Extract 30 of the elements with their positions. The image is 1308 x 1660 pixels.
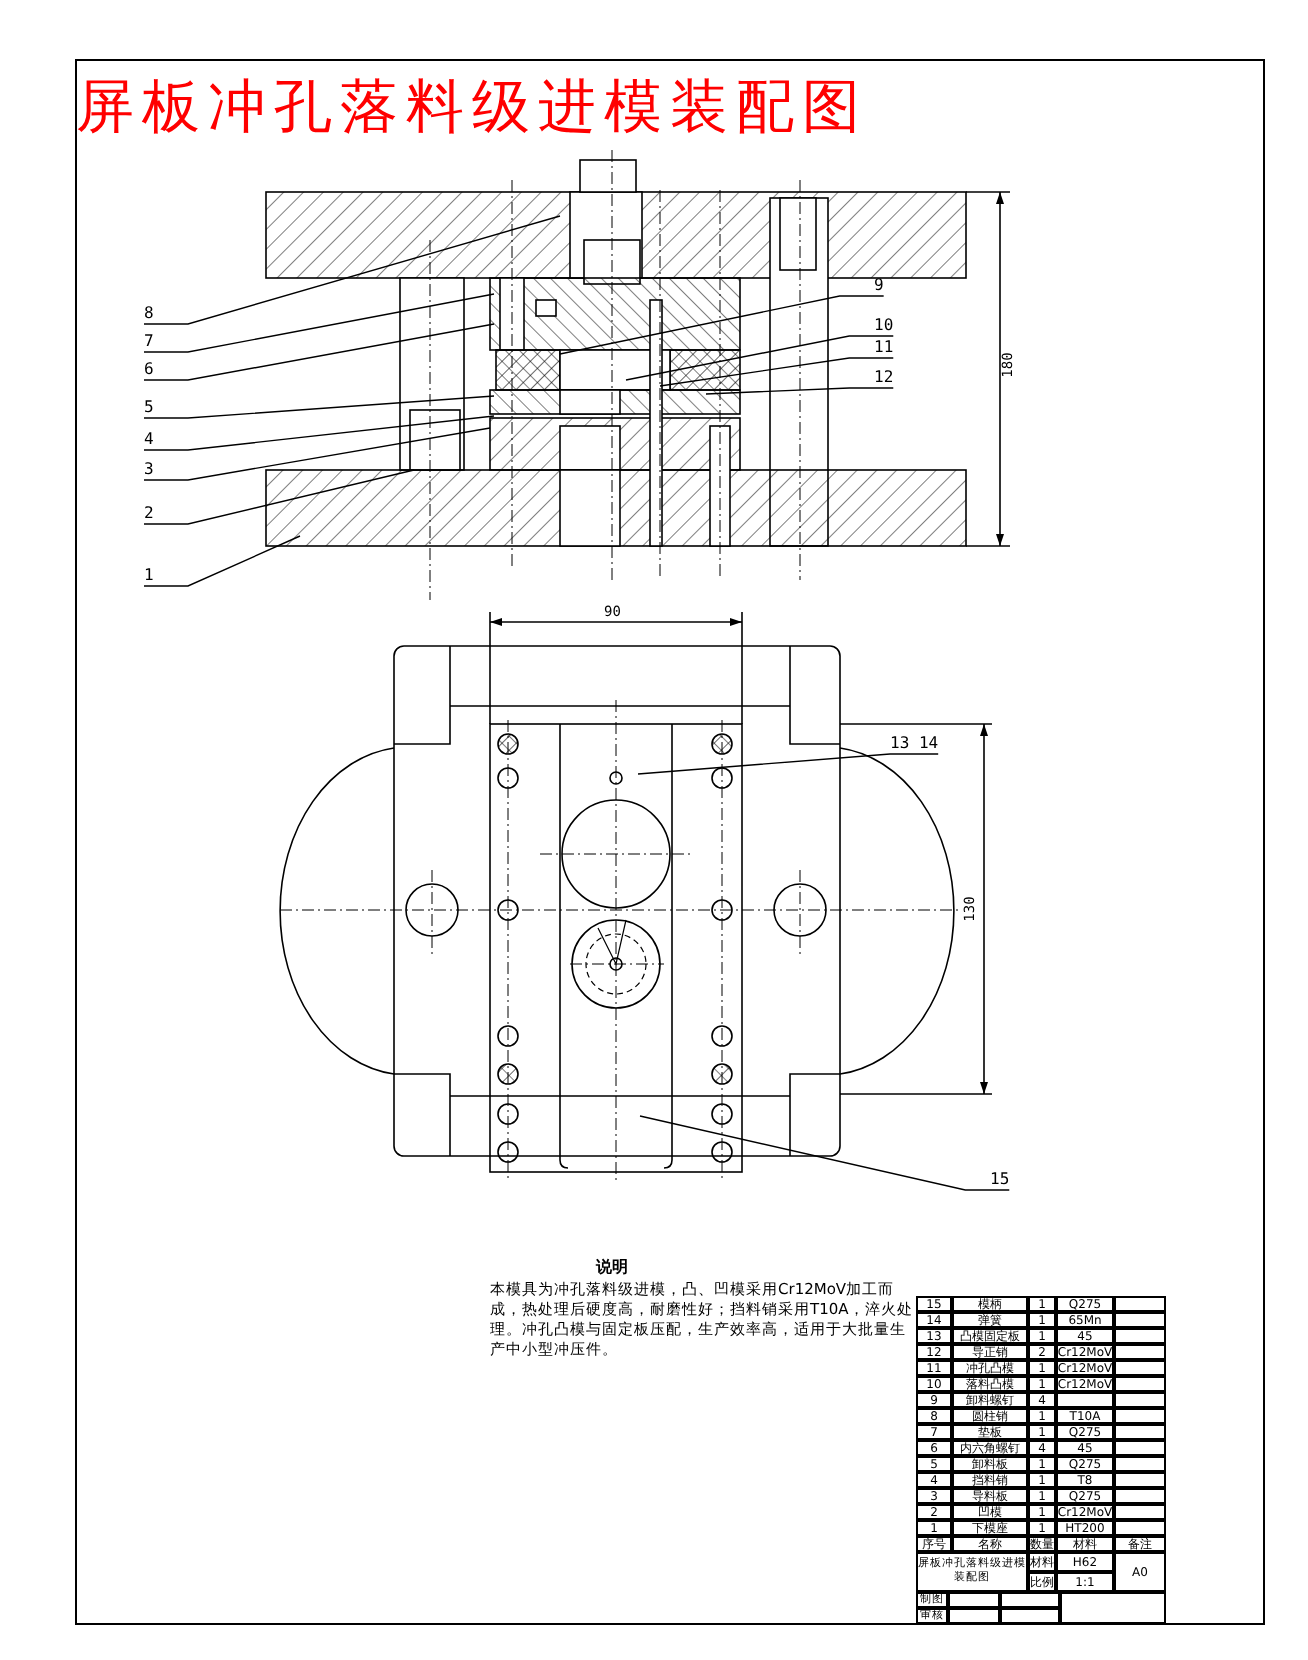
- callout-number: 3: [144, 460, 154, 478]
- leader-line: [143, 293, 495, 353]
- leader-line: [559, 295, 885, 355]
- callout-number: 6: [144, 360, 154, 378]
- leader-line: [143, 395, 495, 419]
- callout-number: 9: [874, 276, 884, 294]
- leader-line: [143, 427, 491, 481]
- callout-number: 11: [874, 338, 894, 356]
- callout-number: 15: [990, 1170, 1010, 1188]
- leader-line: [143, 215, 561, 325]
- callout-number: 12: [874, 368, 894, 386]
- leader-line: [143, 415, 495, 451]
- callout-number: 4: [144, 430, 154, 448]
- leader-line: [659, 357, 894, 387]
- notes-heading: 说明: [596, 1256, 628, 1278]
- leader-line: [143, 469, 415, 525]
- leader-line: [705, 387, 894, 395]
- callout-number: 7: [144, 332, 154, 350]
- callout-number: 1: [144, 566, 154, 584]
- callout-number: 10: [874, 316, 894, 334]
- callout-number: 2: [144, 504, 154, 522]
- callout-number: 5: [144, 398, 154, 416]
- callout-number: 13 14: [890, 734, 939, 752]
- leader-line: [625, 335, 894, 381]
- drawing-title: 屏板冲孔落料级进模装配图: [76, 72, 868, 140]
- leader-line: [639, 1115, 1010, 1191]
- callout-number: 8: [144, 304, 154, 322]
- leader-line: [143, 323, 495, 381]
- leader-line: [143, 535, 301, 587]
- leader-line: [637, 753, 939, 775]
